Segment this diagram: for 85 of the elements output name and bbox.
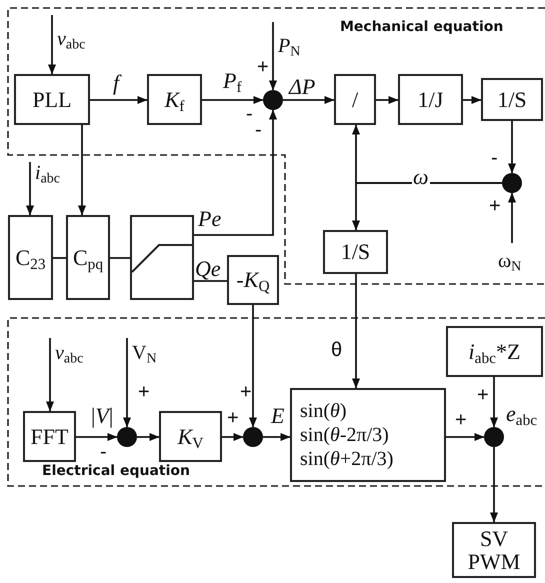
sign-label: +: [227, 408, 239, 428]
edge-label: |V|: [90, 405, 114, 427]
block-label: C$_{23}$: [15, 246, 46, 270]
signal-label: Qe: [195, 258, 221, 280]
arrow: [137, 433, 160, 441]
block-box: [452, 522, 536, 578]
block-box: [323, 230, 388, 274]
connector-line: [110, 257, 130, 259]
signal-label: P$_{N}$: [278, 36, 300, 56]
block-label: /: [352, 88, 358, 112]
region-heading: Electrical equation: [42, 464, 190, 478]
signal-label: i$_{abc}$: [35, 163, 60, 183]
block-label: sin(θ-2π/3): [300, 423, 389, 447]
block-label: i$_{abc}$*Z: [468, 340, 520, 364]
arrow: [249, 305, 257, 428]
sign-label: +: [138, 382, 150, 402]
block-box: [446, 326, 543, 377]
block-box: [334, 74, 376, 125]
arrow: [508, 121, 516, 174]
sign-label: +: [455, 410, 467, 430]
signal-label: v$_{abc}$: [55, 343, 84, 363]
arrow: [283, 96, 334, 104]
block-box: [227, 255, 279, 305]
block-box: [147, 74, 202, 125]
summing-junction: [243, 427, 263, 447]
summing-junction: [484, 427, 504, 447]
summing-junction: [117, 427, 137, 447]
sign-label: +: [240, 382, 252, 402]
block-box: [66, 215, 110, 300]
sign-label: +: [257, 57, 269, 77]
block-label: sin(θ+2π/3): [300, 447, 394, 471]
block-box: [14, 74, 90, 125]
arrow: [46, 338, 54, 412]
region-heading: Mechanical equation: [340, 20, 504, 34]
arrow: [123, 338, 131, 428]
signal-label: ω$_{N}$: [498, 251, 522, 271]
block-box: [159, 411, 222, 462]
block-box: [398, 74, 463, 125]
arrow: [76, 433, 118, 441]
arrow: [463, 96, 482, 104]
block-box: [23, 411, 76, 462]
signal-label: v$_{abc}$: [57, 29, 86, 49]
signal-label: V$_{N}$: [132, 343, 157, 363]
block-label: -K$_{Q}$: [236, 268, 270, 292]
sign-label: -: [246, 104, 253, 124]
sign-label: -: [100, 442, 107, 462]
block-label: SV PWM: [466, 526, 522, 574]
signal-label: Pe: [198, 208, 222, 230]
arrow: [90, 96, 148, 104]
connector-line: [53, 257, 66, 259]
block-box: [8, 215, 53, 300]
arrow: [222, 433, 244, 441]
arrow: [202, 96, 264, 104]
signal-label: e$_{abc}$: [506, 403, 538, 425]
arrow: [26, 162, 34, 216]
arrow: [48, 15, 56, 74]
summing-junction: [263, 90, 283, 110]
block-label: 1/S: [340, 240, 370, 264]
arrow: [376, 96, 398, 104]
sign-label: -: [491, 148, 498, 168]
block-box: [481, 78, 543, 121]
block-label: sin(θ): [300, 399, 346, 423]
summing-junction: [502, 173, 522, 193]
block-box: [290, 388, 446, 482]
sign-label: +: [477, 385, 489, 405]
connector-line: [194, 280, 227, 282]
sign-label: -: [255, 120, 262, 140]
arrow: [269, 22, 277, 90]
block-label: K$_{V}$: [178, 424, 204, 448]
arrow: [490, 377, 498, 428]
arrow: [490, 447, 498, 522]
block-label: 1/S: [497, 88, 527, 112]
arrow: [352, 274, 360, 388]
arrow: [352, 182, 502, 230]
block-label: K$_{f}$: [164, 88, 184, 112]
arrow: [446, 433, 484, 441]
edge-label: f: [112, 72, 120, 94]
block-label: PLL: [32, 88, 72, 112]
arrow: [194, 110, 277, 236]
arrow: [78, 125, 86, 216]
sign-label: +: [489, 196, 501, 216]
arrow: [263, 433, 290, 441]
block-label: FFT: [30, 424, 68, 448]
block-label: 1/J: [418, 88, 444, 112]
arrow: [508, 192, 516, 243]
